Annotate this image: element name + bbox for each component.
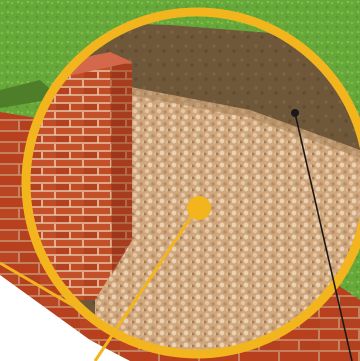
gravel-callout-marker	[187, 196, 211, 220]
soil-callout-marker	[291, 109, 299, 117]
brick-pier-shadow-side	[110, 52, 132, 275]
